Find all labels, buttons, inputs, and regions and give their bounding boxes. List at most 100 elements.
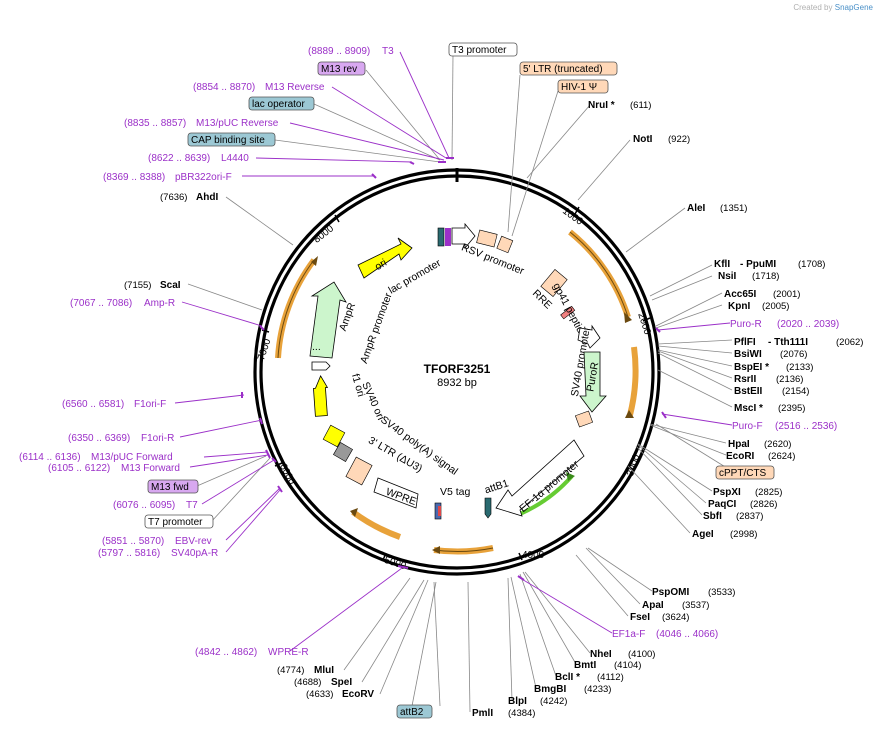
enz-rsrii-name: RsrII (734, 374, 756, 385)
enz-pmli-name: PmlI (472, 708, 493, 719)
primer-purof-range: (2516 .. 2536) (775, 421, 837, 432)
orf-arcs (275, 229, 639, 555)
primer-marks (241, 157, 667, 581)
enz-blpi-pos: (4242) (540, 696, 567, 707)
enz-msci-name: MscI * (734, 403, 763, 414)
primer-lines (174, 51, 733, 652)
primer-ef1a-name: EF1a-F (612, 629, 645, 640)
hiv-box (496, 235, 514, 254)
enz-ahdi-pos: (7636) (160, 192, 187, 203)
enz-acc65i-name: Acc65I (724, 289, 756, 300)
sv40-ori-box (322, 424, 346, 448)
enz-apai-pos: (3537) (682, 600, 709, 611)
enz-ahdi-name: AhdI (196, 192, 218, 203)
puror-label: PuroR (584, 361, 601, 393)
enzyme-labels: (7636) AhdI (7155) ScaI NruI * (611) Not… (124, 100, 863, 719)
polya-box (333, 442, 353, 462)
lac-operator-mark (437, 227, 445, 247)
enz-paqci-name: PaqCI (708, 499, 737, 510)
plasmid-name: TFORF3251 (424, 362, 491, 376)
enz-sbfi-name: SbfI (703, 511, 722, 522)
enz-hpai-pos: (2620) (764, 439, 791, 450)
t7-promoter-label: T7 promoter (148, 517, 203, 528)
m13-fwd-label: M13 fwd (151, 482, 189, 493)
enz-bcli-pos: (4112) (597, 672, 624, 683)
boxed-labels: T3 promoter M13 rev lac operator CAP bin… (144, 42, 775, 719)
enz-ecorv-pos: (4633) (306, 689, 333, 700)
enz-bmti-pos: (4104) (614, 660, 641, 671)
ltr-box (476, 229, 498, 248)
enz-ecori-name: EcoRI (726, 451, 755, 462)
enz-agei-pos: (2998) (730, 529, 757, 540)
enz-pspxi-pos: (2825) (755, 487, 782, 498)
enz-kpni-name: KpnI (728, 301, 750, 312)
enz-fsei-name: FseI (630, 612, 650, 623)
primer-cluster-mark (445, 228, 451, 246)
primer-ampr-range: (7067 .. 7086) (70, 298, 132, 309)
enz-bmti-name: BmtI (574, 660, 596, 671)
orf-arc-2 (627, 346, 639, 416)
ef1a-promoter-arrow (495, 439, 585, 517)
primer-m13puc-rev-range: (8835 .. 8857) (124, 118, 186, 129)
enz-ppumi-name: - PpuMI (740, 259, 776, 270)
enz-sbfi-pos: (2837) (736, 511, 763, 522)
enz-scai-pos: (7155) (124, 280, 151, 291)
enz-nsii-name: NsiI (718, 271, 737, 282)
cppt-box (574, 410, 594, 428)
wpre-box (373, 477, 419, 509)
primer-ebv-range: (5851 .. 5870) (102, 536, 164, 547)
primer-purof-name: Puro-F (732, 421, 763, 432)
ori-label: ori (373, 257, 389, 273)
enz-kfli-pos: (1708) (798, 259, 825, 270)
enz-nrui-pos: (611) (630, 100, 651, 111)
primer-m13rev-range: (8854 .. 8870) (193, 82, 255, 93)
attb1-mark (484, 497, 492, 519)
enz-nrui-name: NruI * (588, 100, 615, 111)
hiv-label: HIV-1 Ψ (561, 82, 597, 93)
primer-m13fwd-range: (6105 .. 6122) (48, 463, 110, 474)
enz-pspomi-pos: (3533) (708, 587, 735, 598)
enz-acc65i-pos: (2001) (773, 289, 800, 300)
enzyme-lines (187, 104, 733, 713)
enz-alei-pos: (1351) (720, 203, 747, 214)
enz-mlui-pos: (4774) (277, 665, 304, 676)
cppt-label: cPPT/CTS (719, 468, 767, 479)
primer-wpre-range: (4842 .. 4862) (195, 647, 257, 658)
lac-operator-label: lac operator (252, 99, 305, 110)
enz-pspxi-name: PspXI (713, 487, 741, 498)
orf-arc-1 (568, 229, 631, 318)
enz-pmli-pos: (4384) (508, 708, 535, 719)
enz-blpi-name: BlpI (508, 696, 527, 707)
enz-ecori-pos: (2624) (768, 451, 795, 462)
enz-bspei-name: BspEI * (734, 362, 769, 373)
enz-bsiwi-name: BsiWI (734, 349, 762, 360)
enz-tth-pos: (2062) (836, 337, 863, 348)
enz-pspomi-name: PspOMI (652, 587, 689, 598)
enz-noti-pos: (922) (668, 134, 690, 145)
plasmid-size: 8932 bp (437, 377, 477, 389)
tick-3000: 3000 (625, 453, 642, 478)
primer-sv40pa-range: (5797 .. 5816) (98, 548, 160, 559)
enz-bcli-name: BclI * (555, 672, 580, 683)
enz-spei-name: SpeI (331, 677, 352, 688)
puror-arrow (579, 351, 607, 413)
primer-f1r-name: F1ori-R (141, 433, 174, 444)
f1-ori-arrow (313, 375, 329, 417)
snapgene-credit: Created by SnapGene (793, 3, 873, 12)
ampr-promoter-label: AmpR promoter (358, 291, 395, 365)
primer-f1f-name: F1ori-F (134, 399, 166, 410)
f1-ori-label: f1 ori (349, 372, 367, 398)
primer-m13rev-name: M13 Reverse (265, 82, 325, 93)
primer-f1r-range: (6350 .. 6369) (68, 433, 130, 444)
enz-bsteii-name: BstEII (734, 386, 763, 397)
ltr3-box (345, 456, 373, 486)
primer-wpre-name: WPRE-R (268, 647, 309, 658)
primer-t7-range: (6076 .. 6095) (113, 500, 175, 511)
primer-ampr-name: Amp-R (144, 298, 175, 309)
enz-nhei-name: NheI (590, 649, 612, 660)
sv40-promoter-arrow (577, 324, 601, 349)
enz-nsii-pos: (1718) (752, 271, 779, 282)
primer-m13puc-fwd-range: (6114 .. 6136) (19, 452, 81, 463)
primer-puror-range: (2020 .. 2039) (777, 319, 839, 330)
